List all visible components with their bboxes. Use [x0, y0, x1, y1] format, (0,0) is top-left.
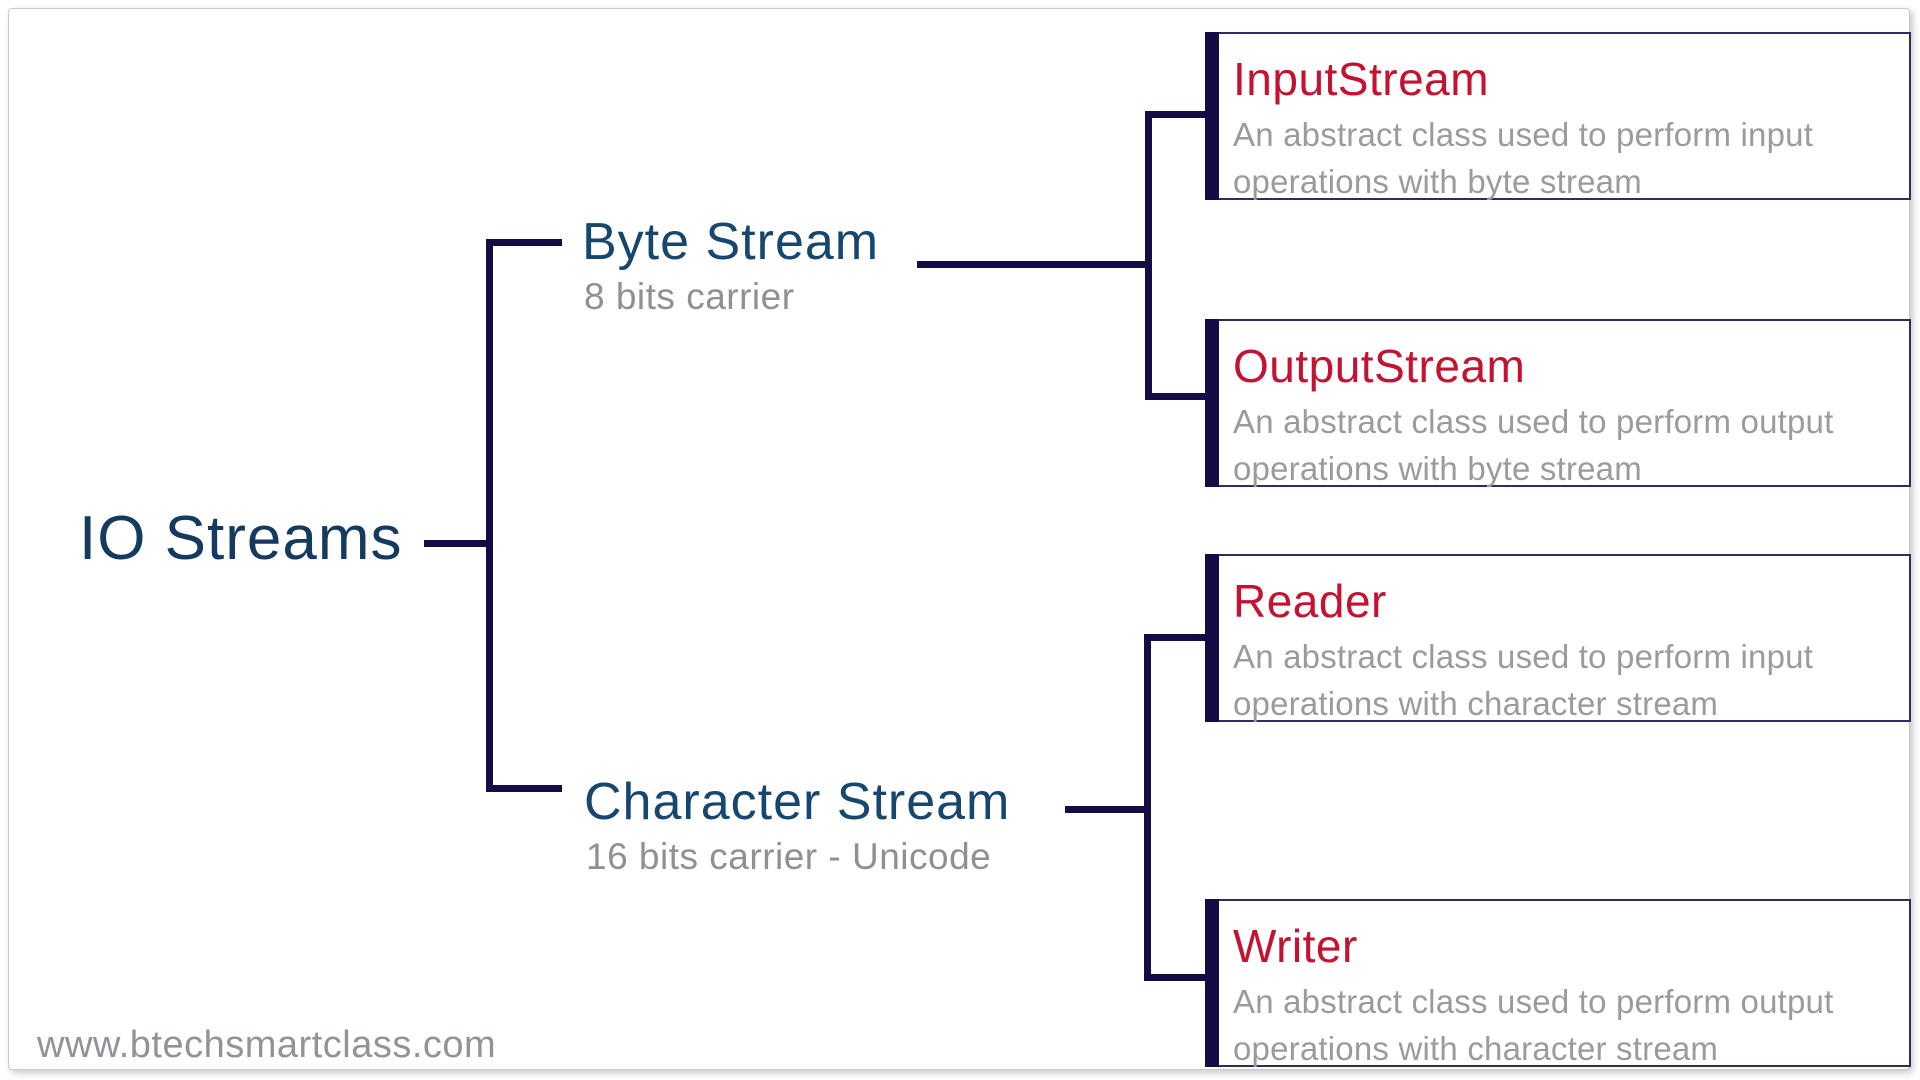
diagram-canvas: IO Streams Byte Stream 8 bits carrier Ch…	[8, 8, 1911, 1070]
connector-to-outputstream	[1145, 393, 1207, 400]
leaf-title-outputstream: OutputStream	[1233, 340, 1526, 392]
connector-root-to-trunk	[424, 540, 489, 547]
leaf-title-reader: Reader	[1233, 575, 1387, 627]
root-node-io-streams: IO Streams	[79, 504, 403, 573]
connector-char-vertical	[1144, 634, 1151, 981]
leaf-box-writer: Writer An abstract class used to perform…	[1205, 899, 1911, 1067]
leaf-box-inputstream: InputStream An abstract class used to pe…	[1205, 32, 1911, 200]
connector-to-writer	[1144, 974, 1206, 981]
branch-subtitle-byte-stream: 8 bits carrier	[584, 276, 795, 317]
leaf-box-reader: Reader An abstract class used to perform…	[1205, 554, 1911, 722]
leaf-box-outputstream: OutputStream An abstract class used to p…	[1205, 319, 1911, 487]
connector-char-to-children	[1065, 806, 1149, 813]
watermark-url: www.btechsmartclass.com	[37, 1024, 497, 1066]
leaf-title-writer: Writer	[1233, 920, 1358, 972]
leaf-description-outputstream: An abstract class used to perform output…	[1233, 402, 1834, 487]
leaf-title-inputstream: InputStream	[1233, 53, 1490, 105]
connector-to-character-stream	[486, 785, 562, 792]
leaf-description-reader: An abstract class used to perform input …	[1233, 637, 1814, 722]
connector-to-byte-stream	[486, 239, 562, 246]
branch-node-byte-stream: Byte Stream	[582, 213, 880, 271]
branch-subtitle-character-stream: 16 bits carrier - Unicode	[586, 836, 992, 877]
connector-byte-vertical	[1145, 111, 1152, 400]
connector-trunk-vertical	[486, 239, 493, 792]
connector-to-inputstream	[1145, 111, 1207, 118]
leaf-description-writer: An abstract class used to perform output…	[1233, 982, 1834, 1067]
branch-node-character-stream: Character Stream	[584, 773, 1011, 831]
connector-to-reader	[1144, 634, 1206, 641]
leaf-description-inputstream: An abstract class used to perform input …	[1233, 115, 1814, 200]
connector-byte-to-children	[917, 261, 1149, 268]
